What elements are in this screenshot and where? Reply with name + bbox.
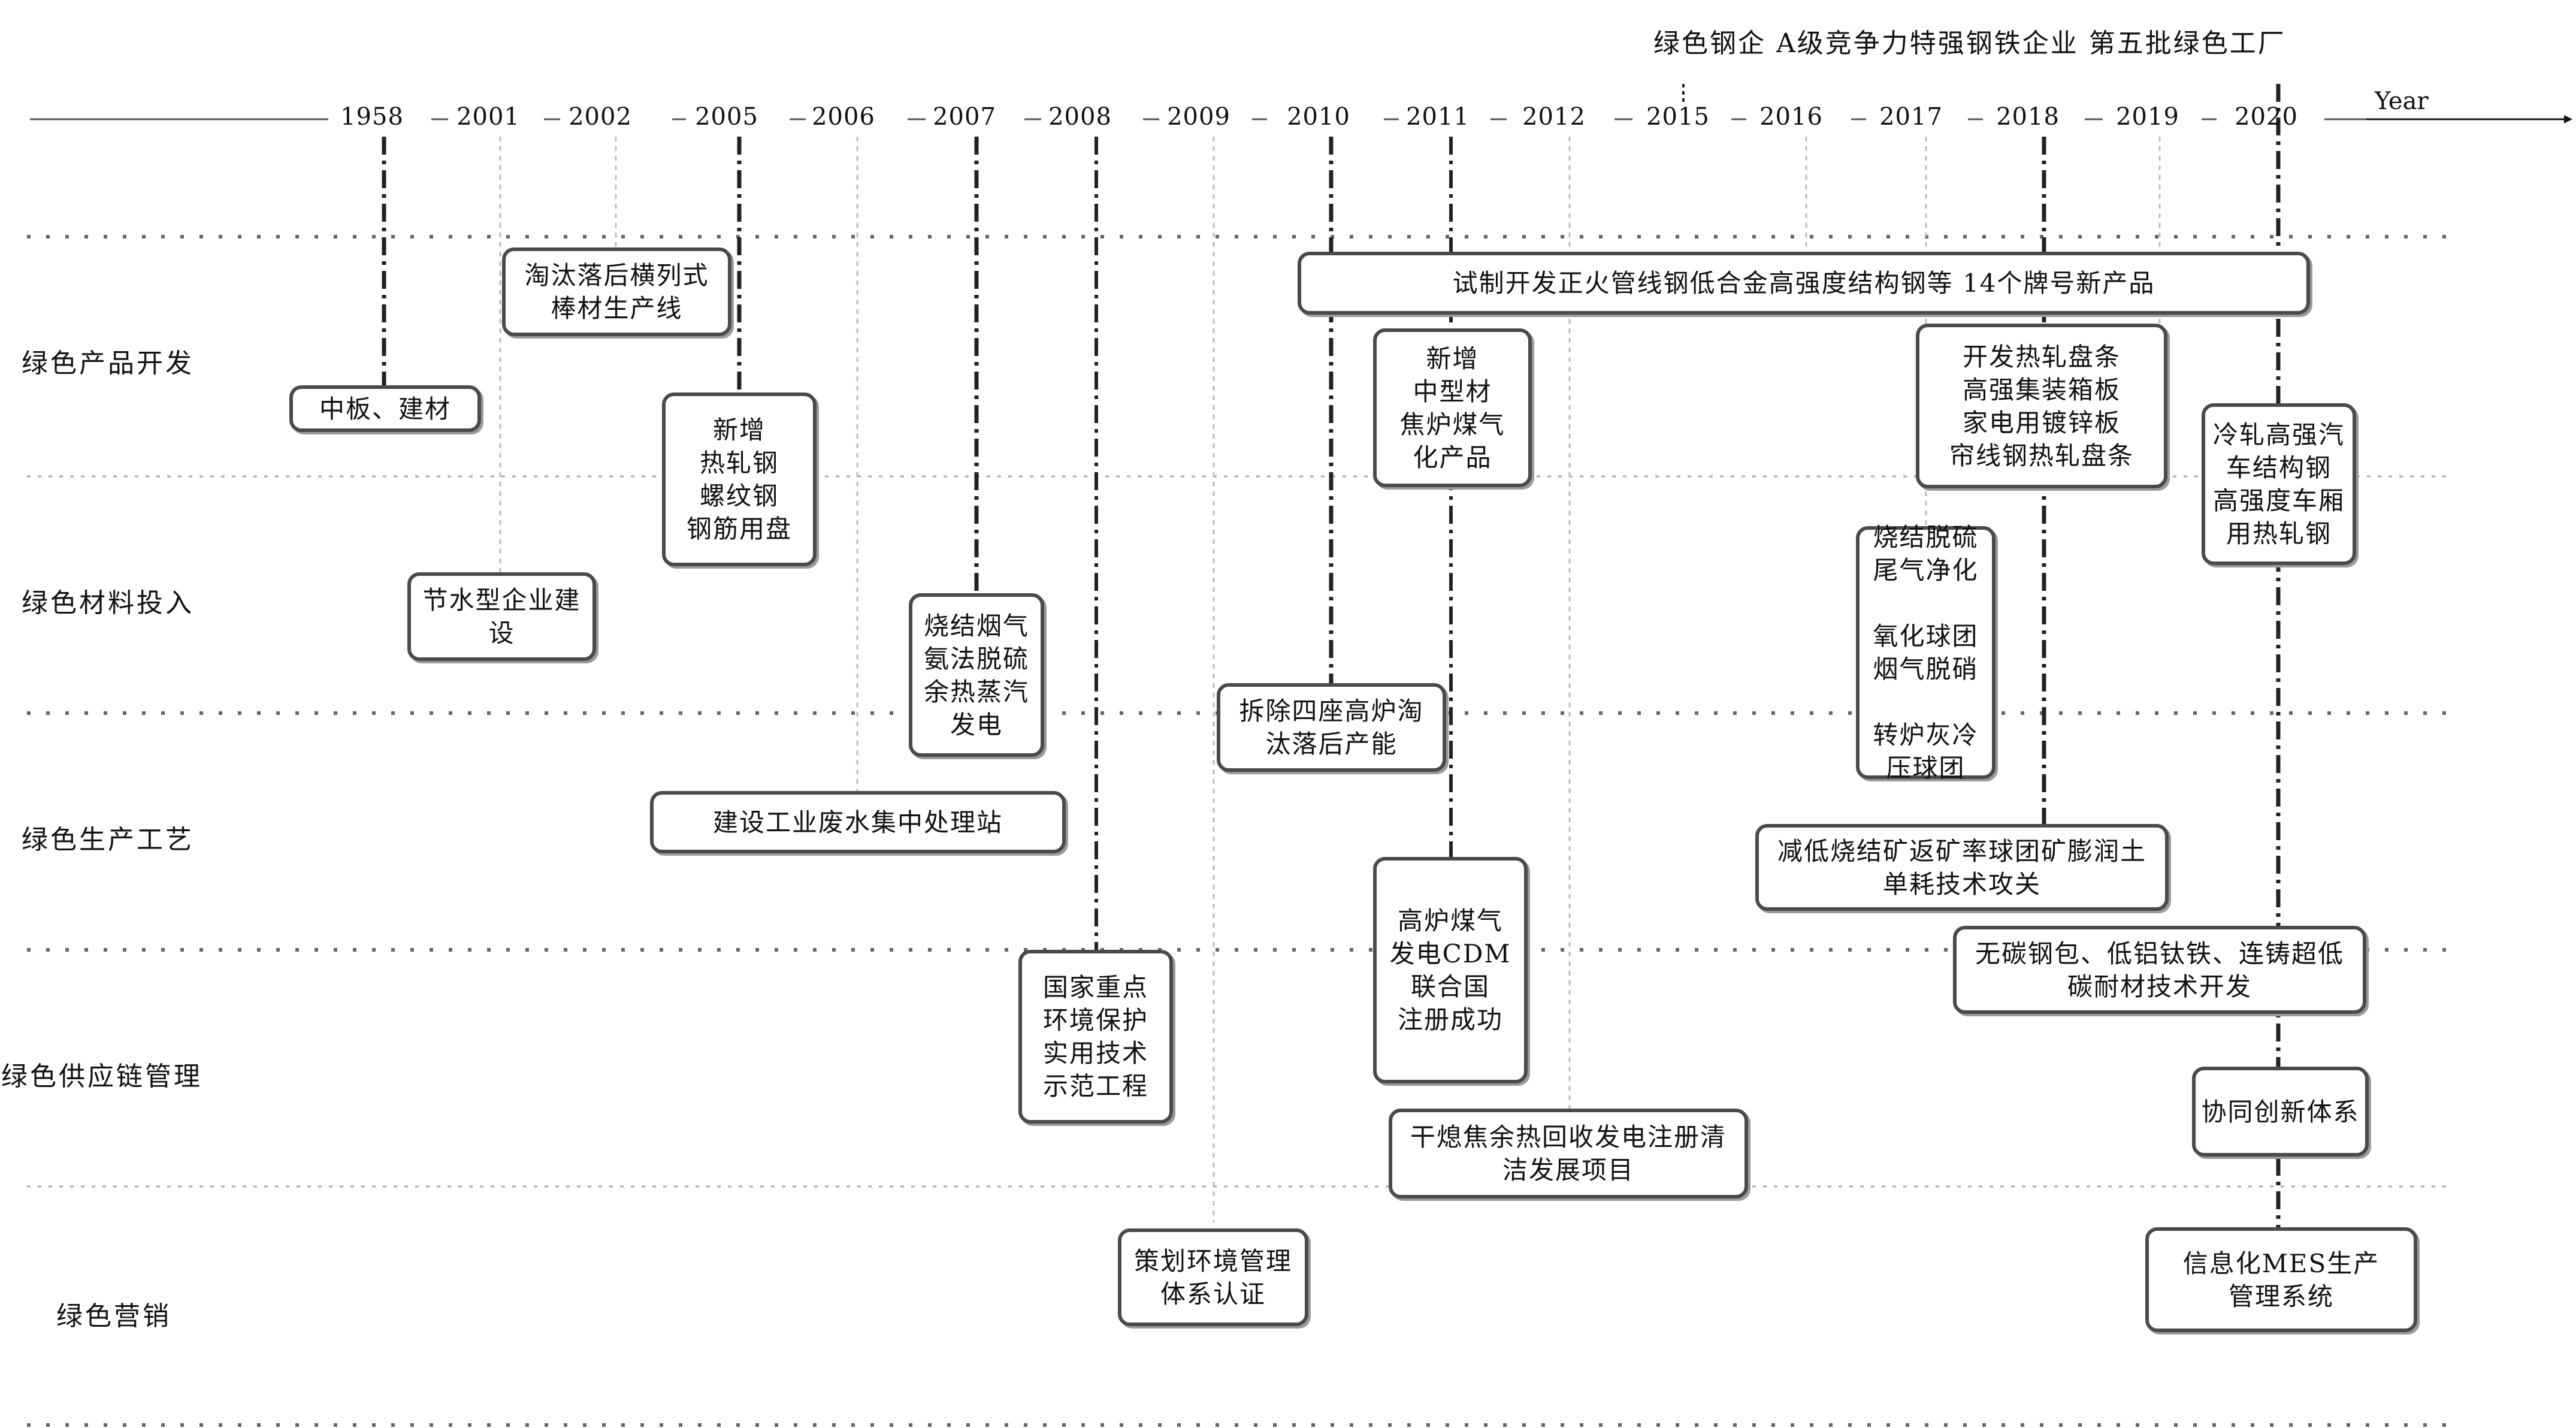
milestone-box: 冷轧高强汽 车结构钢 高强度车厢 用热轧钢 [2202, 403, 2356, 565]
year-label: 2006 [812, 103, 875, 131]
category-label: 绿色材料投入 [22, 588, 194, 618]
milestone-box: 无碳钢包、低铝钛铁、连铸超低 碳耐材技术开发 [1953, 926, 2366, 1014]
milestone-box: 开发热轧盘条 高强集装箱板 家电用镀锌板 帘线钢热轧盘条 [1916, 324, 2167, 488]
year-label: 1958 [340, 103, 404, 131]
year-axis-label: Year [2375, 87, 2429, 115]
milestone-box: 烧结烟气 氨法脱硫 余热蒸汽 发电 [909, 593, 1044, 757]
milestone-box: 协同创新体系 [2192, 1067, 2369, 1157]
category-label: 绿色供应链管理 [1, 1061, 202, 1092]
year-label: 2002 [569, 103, 632, 131]
category-label: 绿色生产工艺 [22, 825, 194, 855]
year-label: 2007 [933, 103, 996, 131]
year-label: 2010 [1287, 103, 1350, 131]
year-label: 2015 [1646, 103, 1710, 131]
milestone-box: 试制开发正火管线钢低合金高强度结构钢等 14个牌号新产品 [1298, 252, 2310, 315]
year-label: 2009 [1167, 103, 1230, 131]
category-label: 绿色产品开发 [22, 348, 194, 379]
year-label: 2011 [1406, 103, 1470, 131]
milestone-box: 高炉煤气 发电CDM 联合国 注册成功 [1373, 857, 1528, 1083]
milestone-box: 建设工业废水集中处理站 [650, 791, 1066, 853]
milestone-box: 中板、建材 [289, 385, 481, 432]
year-label: 2020 [2235, 103, 2298, 131]
milestone-box: 新增 热轧钢 螺纹钢 钢筋用盘 [662, 393, 817, 566]
milestone-box: 拆除四座高炉淘 汰落后产能 [1217, 683, 1446, 772]
milestone-box: 干熄焦余热回收发电注册清 洁发展项目 [1389, 1109, 1748, 1198]
year-label: 2016 [1759, 103, 1823, 131]
year-label: 2005 [695, 103, 758, 131]
milestone-box: 新增 中型材 焦炉煤气 化产品 [1373, 328, 1532, 487]
year-label: 2012 [1522, 103, 1586, 131]
diagram-title: 绿色钢企 A级竞争力特强钢铁企业 第五批绿色工厂 [1653, 28, 2286, 59]
year-label: 2008 [1048, 103, 1112, 131]
milestone-box: 节水型企业建 设 [407, 572, 596, 661]
milestone-box: 信息化MES生产 管理系统 [2145, 1227, 2417, 1332]
category-label: 绿色营销 [56, 1301, 171, 1332]
year-label: 2017 [1879, 103, 1943, 131]
milestone-box: 淘汰落后横列式 棒材生产线 [502, 247, 731, 336]
milestone-box: 烧结脱硫 尾气净化 氧化球团 烟气脱硝 转炉灰冷 压球团 [1856, 523, 1996, 783]
year-label: 2019 [2116, 103, 2179, 131]
milestone-box: 减低烧结矿返矿率球团矿膨润土 单耗技术攻关 [1755, 824, 2169, 911]
year-label: 2001 [456, 103, 520, 131]
year-label: 2018 [1996, 103, 2060, 131]
milestone-box: 国家重点 环境保护 实用技术 示范工程 [1018, 950, 1173, 1124]
milestone-box: 策划环境管理 体系认证 [1118, 1228, 1308, 1326]
